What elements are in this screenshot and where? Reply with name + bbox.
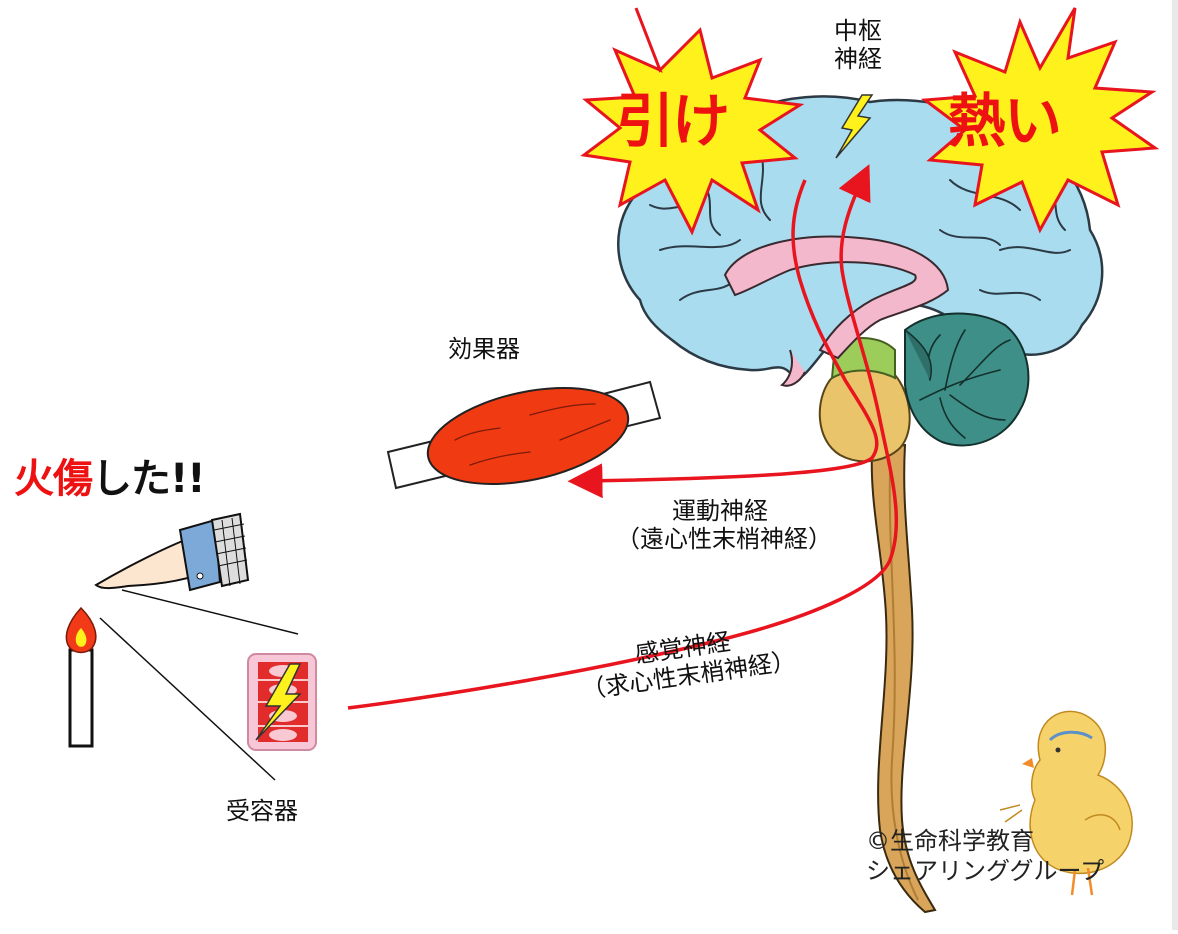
- receptor-label: 受容器: [226, 798, 298, 826]
- burn-title-red: 火傷: [14, 456, 92, 502]
- copyright-line1: ©生命科学教育: [866, 826, 1104, 856]
- burst-right-text: 熱い: [948, 88, 1060, 155]
- central-nerve-line1: 中枢: [834, 18, 882, 46]
- motor-nerve-line1: 運動神経: [616, 498, 832, 526]
- central-nerve-line2: 神経: [834, 46, 882, 74]
- central-nerve-label: 中枢 神経: [834, 18, 882, 73]
- motor-nerve-line2: （遠心性末梢神経）: [616, 526, 832, 554]
- pointing-hand-icon: [96, 514, 248, 590]
- right-edge-border: [1172, 0, 1178, 930]
- copyright-text: ©生命科学教育 シェアリンググループ: [866, 826, 1104, 886]
- effector-label: 効果器: [448, 336, 520, 364]
- motor-nerve-label: 運動神経 （遠心性末梢神経）: [616, 498, 832, 553]
- receptor-cell: [248, 654, 316, 750]
- zoom-line-top: [122, 590, 298, 634]
- copyright-line2: シェアリンググループ: [866, 856, 1104, 886]
- burst-left-text: 引け: [616, 88, 728, 155]
- burn-title-black: した!!: [92, 456, 204, 502]
- burn-title: 火傷した!!: [14, 446, 204, 504]
- candle: [70, 650, 92, 746]
